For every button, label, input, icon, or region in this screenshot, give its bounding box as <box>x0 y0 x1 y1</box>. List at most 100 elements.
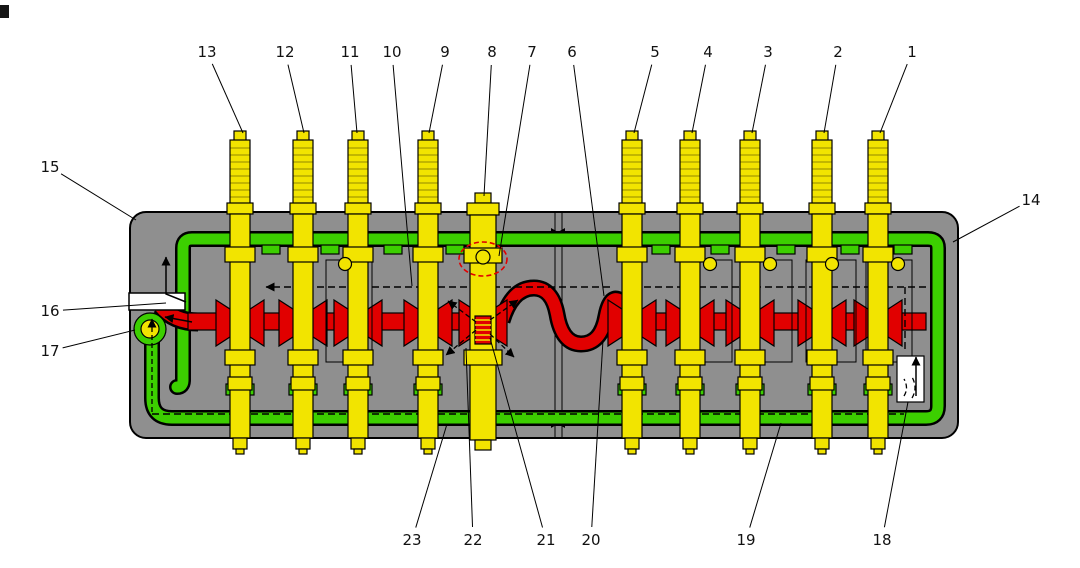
callout-21: 21 <box>536 531 555 549</box>
adjuster-thread <box>621 139 643 205</box>
leader-line-20 <box>591 339 604 528</box>
spool-land-upper <box>862 246 894 263</box>
spool-tip-end <box>298 448 308 455</box>
callout-9: 9 <box>440 43 450 61</box>
leader-line-10 <box>392 64 413 287</box>
leader-line-7 <box>498 64 531 257</box>
adjuster-thread <box>347 139 369 205</box>
locknut <box>289 202 317 215</box>
adjuster-thread <box>811 139 833 205</box>
spool-land-bottom <box>290 376 316 391</box>
spool-land-lower <box>412 349 444 366</box>
spool-land-bottom <box>677 376 703 391</box>
callout-2: 2 <box>833 43 843 61</box>
spool-tip-end <box>745 448 755 455</box>
spool-land-lower <box>616 349 648 366</box>
spool-tip <box>232 437 248 450</box>
spool-land-upper <box>674 246 706 263</box>
leader-line-6 <box>573 64 605 297</box>
leader-line-8 <box>483 64 492 197</box>
gallery-tab <box>893 244 913 255</box>
gallery-tab <box>651 244 671 255</box>
scan-artifact <box>0 5 9 18</box>
callout-13: 13 <box>197 43 216 61</box>
spool-tip-end <box>353 448 363 455</box>
spool-tip-end <box>235 448 245 455</box>
check-balls <box>337 256 906 272</box>
spool-11 <box>342 130 374 455</box>
leader-line-1 <box>879 63 908 134</box>
callout-6: 6 <box>567 43 577 61</box>
leader-line-9 <box>428 64 443 134</box>
leader-line-23 <box>415 423 448 528</box>
spool-tip <box>814 437 830 450</box>
pilot-valve-ring <box>458 241 508 277</box>
callout-22: 22 <box>463 531 482 549</box>
spool-land-lower <box>806 349 838 366</box>
callout-16: 16 <box>40 302 59 320</box>
callout-10: 10 <box>382 43 401 61</box>
gallery-tab <box>261 244 281 255</box>
leader-line-13 <box>211 63 244 134</box>
locknut <box>736 202 764 215</box>
spool-tip-end <box>627 448 637 455</box>
spool-5 <box>616 130 648 455</box>
spool-land-bottom <box>415 376 441 391</box>
adjuster-thread <box>417 139 439 205</box>
leader-line-16 <box>62 302 167 311</box>
locknut <box>466 202 500 216</box>
spool-land-bottom <box>809 376 835 391</box>
spool-land-lower <box>463 349 503 366</box>
spool-tip <box>420 437 436 450</box>
outlet-flow-arrow <box>161 256 187 303</box>
leader-line-18 <box>883 401 909 528</box>
callout-5: 5 <box>650 43 660 61</box>
spool-land-lower <box>342 349 374 366</box>
pressure-channel <box>153 279 927 353</box>
check-ball <box>762 256 778 272</box>
gallery-tab <box>445 244 465 255</box>
spool-tip <box>624 437 640 450</box>
leader-line-12 <box>287 64 305 134</box>
pilot-spool-8 <box>463 192 503 451</box>
gallery-tab <box>710 244 730 255</box>
port-flow-arrow <box>164 314 193 323</box>
callout-7: 7 <box>527 43 537 61</box>
leader-line-17 <box>62 329 136 349</box>
spool-4 <box>674 130 706 455</box>
center-pilot-section <box>445 241 519 358</box>
spool-land-upper <box>734 246 766 263</box>
adjuster-thread <box>867 139 889 205</box>
spool-land-lower <box>674 349 706 366</box>
spool-land-upper <box>287 246 319 263</box>
spool-land-lower <box>224 349 256 366</box>
spool-land-bottom <box>737 376 763 391</box>
callout-17: 17 <box>40 342 59 360</box>
spool-land-lower <box>734 349 766 366</box>
locknut <box>344 202 372 215</box>
drain-notch <box>896 355 925 403</box>
spool-3 <box>734 130 766 455</box>
spool-tip-end <box>817 448 827 455</box>
spool-tip-end <box>873 448 883 455</box>
spool-land-upper <box>616 246 648 263</box>
check-ball <box>824 256 840 272</box>
spool-land-bottom <box>345 376 371 391</box>
leader-line-4 <box>691 64 706 134</box>
callout-18: 18 <box>872 531 891 549</box>
pilot-ball <box>475 249 491 265</box>
pilot-flow-arrow-nw <box>447 300 477 323</box>
callout-19: 19 <box>736 531 755 549</box>
spool-land-lower <box>287 349 319 366</box>
outlet-port <box>128 292 186 311</box>
leader-line-15 <box>60 173 137 221</box>
spool-land-upper <box>224 246 256 263</box>
drain-curl-1 <box>903 378 908 397</box>
adjuster-thread <box>739 139 761 205</box>
adjuster-thread <box>229 139 251 205</box>
spool-land-bottom <box>227 376 253 391</box>
spool-tip <box>870 437 886 450</box>
locknut <box>864 202 892 215</box>
